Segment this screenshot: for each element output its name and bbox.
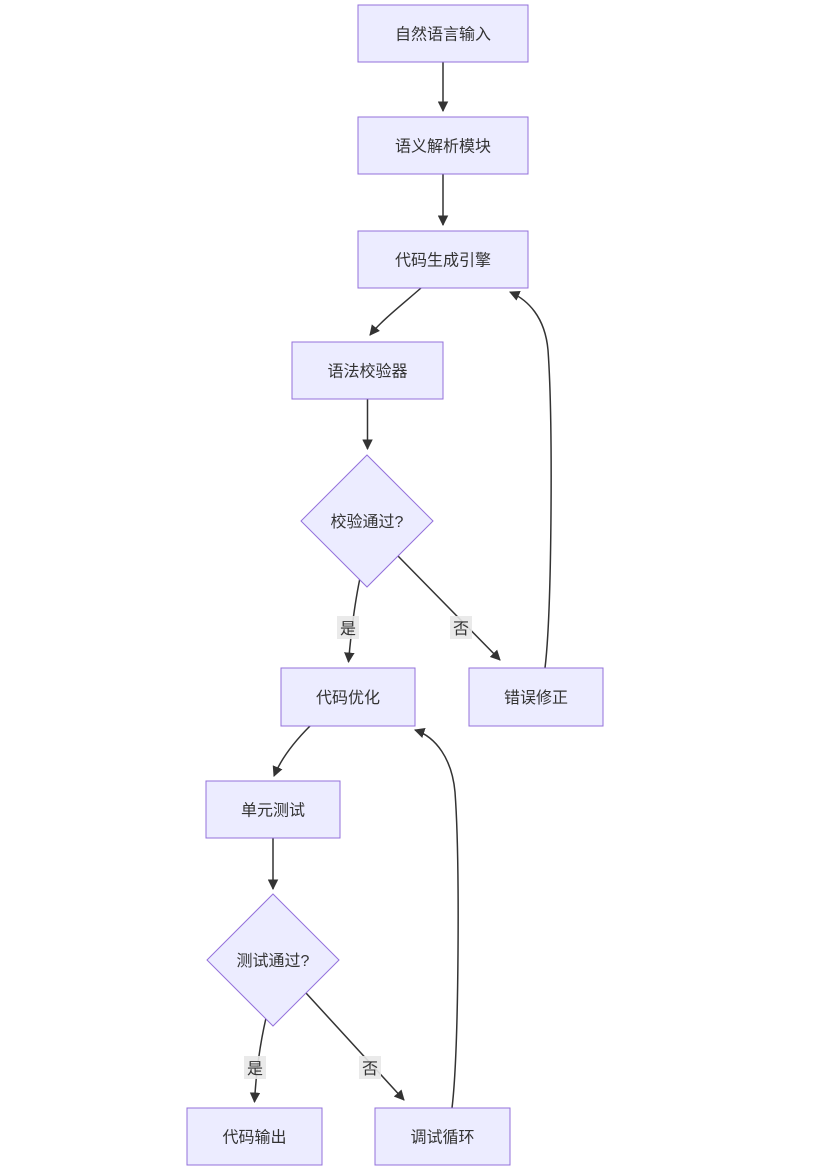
edge-label-check-yes: 是: [337, 616, 359, 639]
node-code-output: 代码输出: [186, 1107, 323, 1166]
node-unit-test: 单元测试: [205, 780, 341, 839]
edge-debug-to-optimize: [414, 728, 459, 1109]
node-label: 语义解析模块: [395, 138, 491, 156]
edge-label-layer: 是 否 是 否: [244, 616, 472, 1079]
edge-label-text: 否: [453, 621, 469, 638]
edge-optimize-to-unittest: [272, 725, 311, 777]
decision-diamond: [206, 893, 340, 1027]
node-box: [374, 1107, 511, 1166]
edge-label-bg: [244, 1056, 266, 1079]
edge-codegen-to-syntax: [369, 287, 422, 336]
edge-label-bg: [359, 1056, 381, 1079]
edge-label-text: 是: [247, 1061, 263, 1078]
edge-label-check-no: 否: [450, 616, 472, 639]
node-natural-language-input: 自然语言输入: [357, 4, 529, 63]
edge-label-text: 是: [340, 621, 356, 638]
edge-label-testpass-yes: 是: [244, 1056, 266, 1079]
edge-label-bg: [337, 616, 359, 639]
node-label: 错误修正: [504, 689, 568, 707]
node-box: [357, 230, 529, 289]
node-label: 代码输出: [222, 1129, 286, 1147]
node-box: [468, 667, 604, 727]
node-code-generation-engine: 代码生成引擎: [357, 230, 529, 289]
edge-errorfix-to-codegen: [509, 291, 552, 669]
node-semantic-parser: 语义解析模块: [357, 116, 529, 175]
node-debug-loop: 调试循环: [374, 1107, 511, 1166]
node-label: 代码优化: [316, 689, 380, 707]
edge-testpass-no-to-debug: [305, 992, 405, 1101]
edge-label-testpass-no: 否: [359, 1056, 381, 1079]
node-label: 测试通过?: [237, 952, 310, 970]
node-syntax-validator: 语法校验器: [291, 341, 444, 400]
node-box: [357, 4, 529, 63]
decision-validation-passed: 校验通过?: [300, 454, 434, 588]
node-label: 调试循环: [410, 1129, 474, 1147]
node-box: [280, 667, 416, 727]
node-label: 语法校验器: [327, 363, 407, 381]
edge-label-bg: [450, 616, 472, 639]
node-box: [291, 341, 444, 400]
node-layer: 自然语言输入 语义解析模块 代码生成引擎 语法校验器 校验通过? 代码优化: [186, 4, 604, 1166]
node-box: [357, 116, 529, 175]
node-label: 单元测试: [241, 802, 305, 820]
decision-diamond: [300, 454, 434, 588]
decision-test-passed: 测试通过?: [206, 893, 340, 1027]
node-error-correction: 错误修正: [468, 667, 604, 727]
edge-label-text: 否: [362, 1061, 378, 1078]
node-box: [186, 1107, 323, 1166]
node-code-optimization: 代码优化: [280, 667, 416, 727]
node-label: 自然语言输入: [395, 26, 491, 44]
node-box: [205, 780, 341, 839]
node-label: 代码生成引擎: [395, 252, 491, 270]
node-label: 校验通过?: [331, 513, 404, 531]
edge-check-no-to-errorfix: [397, 555, 501, 661]
